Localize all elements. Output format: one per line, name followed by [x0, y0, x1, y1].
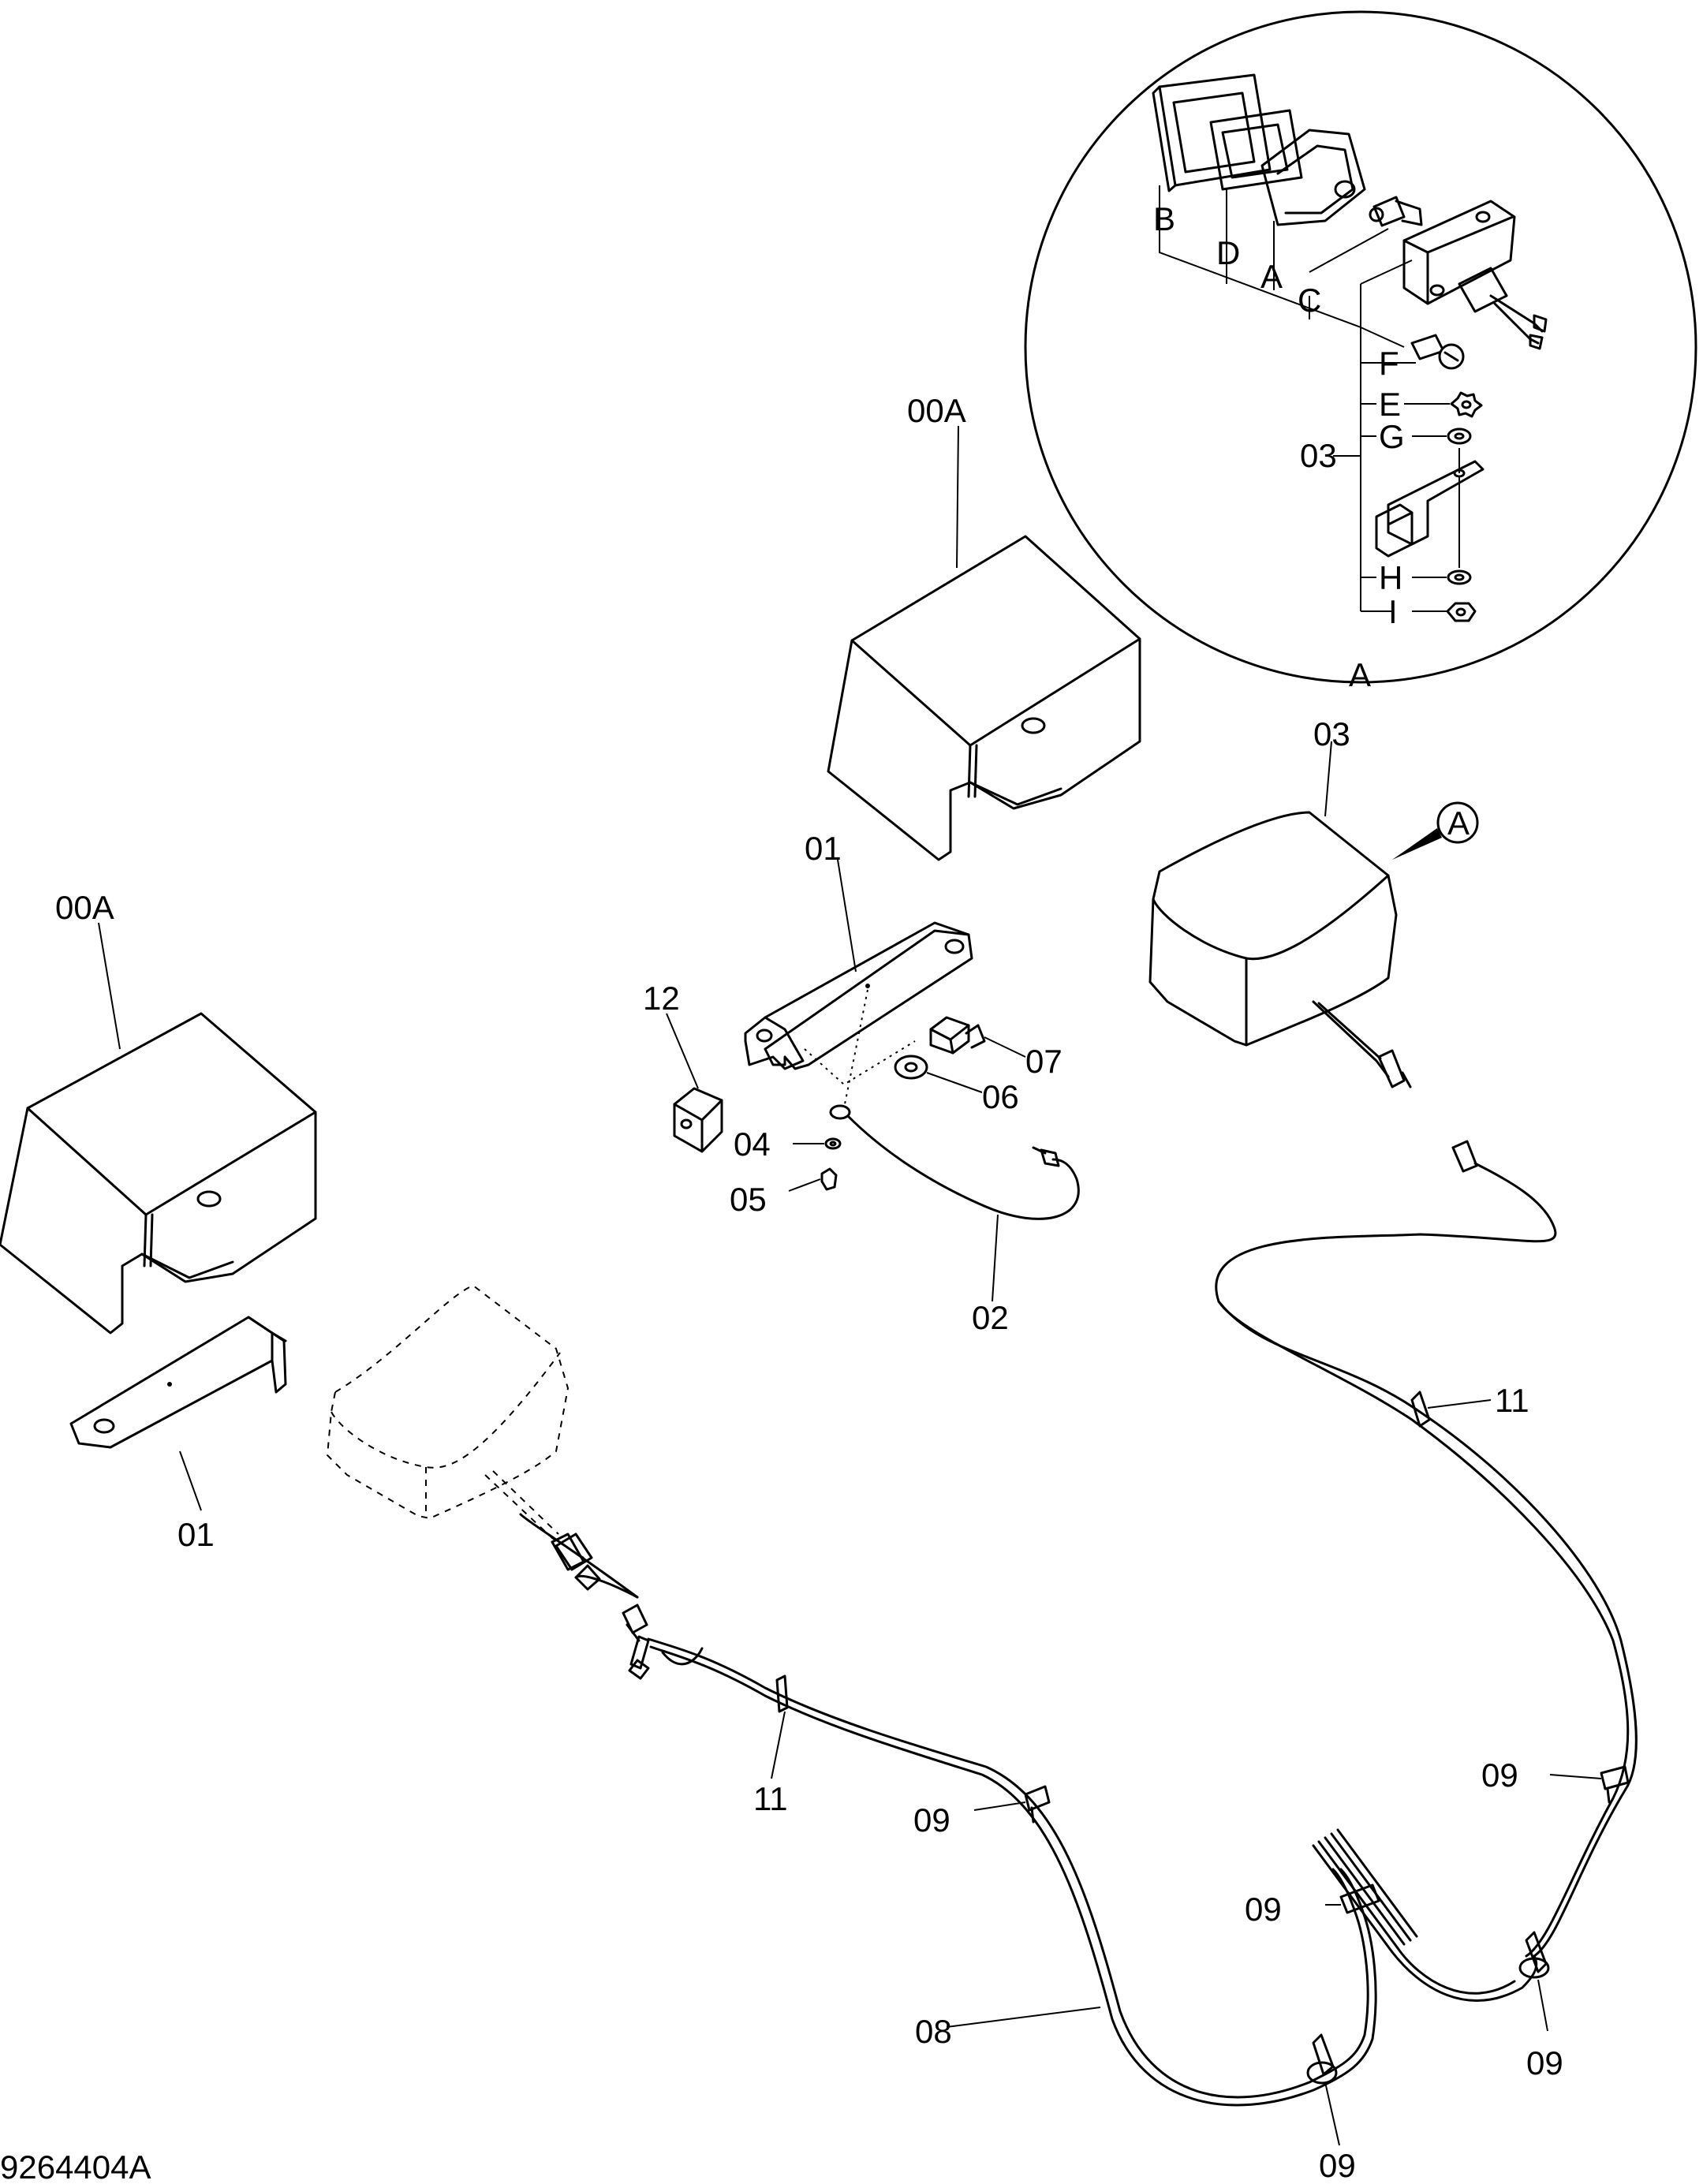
lamp-bulb: [1369, 196, 1423, 227]
lamp-frame-outer: [1152, 73, 1272, 192]
detail-group-label: 03: [1300, 437, 1337, 474]
clamp-c: 09: [1245, 1883, 1380, 1928]
clamp-e: 09: [1306, 2033, 1356, 2184]
label-clamp-e: 09: [1319, 2147, 1356, 2184]
detail-label-f: F: [1379, 345, 1399, 382]
label-cover-left: 00A: [55, 889, 114, 926]
label-bracket-upper: 01: [805, 830, 842, 867]
nut-i: [1446, 602, 1477, 622]
label-tie-left: 11: [753, 1780, 788, 1817]
harness-02: 02: [829, 1104, 1080, 1336]
label-screw: 05: [730, 1181, 767, 1218]
center-line-2: [804, 1040, 916, 1086]
clamp-a: 09: [913, 1785, 1051, 1839]
label-clamp-c: 09: [1245, 1891, 1282, 1928]
clamp-d: 09: [1518, 1931, 1563, 2081]
harness-08: 08: [519, 1000, 1638, 2107]
bolt-07: 07: [929, 1016, 1063, 1080]
washer-04: 04: [734, 1126, 842, 1163]
label-bracket-left: 01: [177, 1516, 215, 1553]
detail-label-g: G: [1379, 418, 1405, 455]
detail-leaders: [1159, 185, 1450, 612]
lock-washer-h: [1447, 569, 1472, 585]
center-line: [843, 989, 868, 1109]
cover-upper: 00A: [827, 392, 1141, 861]
clamp-b: 09: [1481, 1757, 1630, 1804]
block-12: 12: [643, 980, 723, 1153]
lamp-left-ghost: [326, 1284, 585, 1571]
label-harness-long: 08: [915, 2013, 952, 2050]
bracket-upper: 01: [744, 830, 973, 1070]
tie-right: 11: [1410, 1382, 1529, 1428]
detail-label-i: I: [1388, 593, 1398, 630]
drawing-number: 9264404A: [0, 2149, 151, 2184]
callout-a-label: A: [1447, 805, 1470, 842]
star-washer-e: [1450, 391, 1483, 418]
lamp-03: 03: [1148, 715, 1398, 1047]
label-block: 12: [643, 980, 680, 1017]
detail-view-a: B D A C F E G H I 03 A: [1024, 10, 1697, 693]
detail-bracket: [1375, 448, 1485, 568]
detail-label-b: B: [1153, 200, 1175, 237]
detail-title: A: [1349, 656, 1371, 693]
label-lamp: 03: [1313, 715, 1350, 752]
callout-a-marker: A: [1392, 801, 1479, 860]
label-clamp-d: 09: [1526, 2044, 1563, 2081]
label-washer-large: 06: [982, 1078, 1019, 1115]
lamp-housing: [1402, 200, 1548, 350]
detail-label-c: C: [1298, 282, 1321, 319]
detail-label-e: E: [1379, 386, 1401, 423]
lamp-lens: [1260, 129, 1366, 226]
detail-label-h: H: [1379, 559, 1402, 596]
label-clamp-b: 09: [1481, 1757, 1518, 1794]
label-washer-small: 04: [734, 1126, 771, 1163]
label-clamp-a: 09: [913, 1801, 950, 1839]
screw-05: 05: [730, 1167, 838, 1218]
detail-label-d: D: [1216, 234, 1240, 271]
washer-06: 06: [894, 1055, 1019, 1115]
bracket-left: 01: [69, 1316, 287, 1553]
detail-circle: [1024, 10, 1697, 684]
tie-left: 11: [753, 1674, 789, 1817]
label-harness-short: 02: [972, 1299, 1009, 1336]
label-cover-upper: 00A: [907, 392, 966, 429]
detail-label-a: A: [1260, 258, 1283, 295]
lamp-frame-inner: [1209, 109, 1303, 191]
washer-g: [1447, 427, 1472, 445]
cover-left: 00A: [0, 889, 317, 1335]
label-tie-right: 11: [1495, 1382, 1529, 1419]
label-bolt: 07: [1025, 1043, 1063, 1080]
screw-f: [1410, 334, 1465, 370]
